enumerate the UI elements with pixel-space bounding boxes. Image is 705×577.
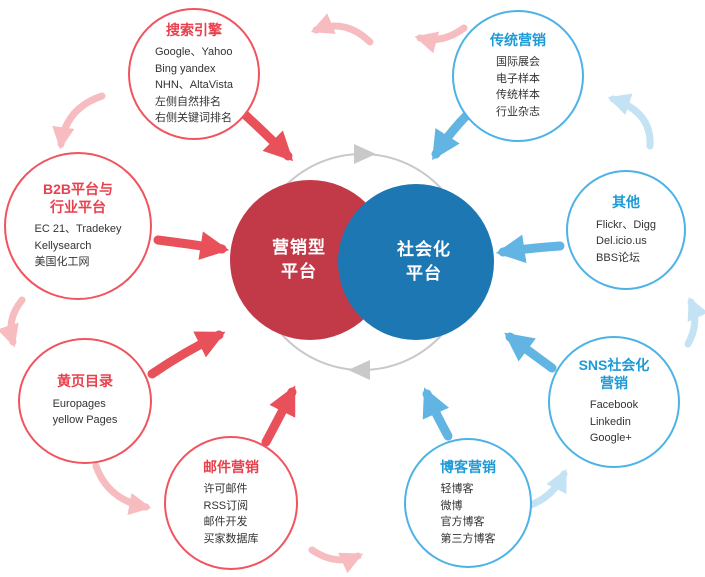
satellite-search-engines: 搜索引擎 Google、Yahoo Bing yandex NHN、AltaVi… bbox=[128, 8, 260, 140]
cycle-ring-arrow-top-icon bbox=[354, 144, 376, 164]
satellite-traditional-marketing-items: 国际展会 电子样本 传统样本 行业杂志 bbox=[496, 54, 540, 120]
cycle-arrow-bottom-center-icon bbox=[308, 546, 364, 574]
cycle-arrow-top-right-icon bbox=[414, 24, 468, 54]
satellite-item: NHN、AltaVista bbox=[154, 79, 234, 91]
arrow-traditional-to-center-icon bbox=[431, 109, 473, 161]
cycle-arrow-top-left-icon bbox=[310, 13, 374, 46]
satellite-sns-marketing-title: SNS社会化 营销 bbox=[578, 357, 650, 391]
satellite-item: 官方博客 bbox=[440, 516, 485, 529]
satellite-other-items: Flickr、Digg Del.icio.us BBS论坛 bbox=[596, 217, 656, 267]
satellite-item: Facebook bbox=[589, 399, 639, 412]
cycle-arrow-right-lower-icon bbox=[684, 296, 705, 348]
satellite-traditional-marketing-title: 传统营销 bbox=[490, 31, 546, 48]
satellite-b2b-platforms-title: B2B平台与 行业平台 bbox=[42, 181, 113, 215]
satellite-item: 美国化工网 bbox=[34, 256, 90, 269]
satellite-item: 传统样本 bbox=[496, 89, 540, 102]
cycle-ring-arrow-bottom-icon bbox=[348, 360, 370, 380]
satellite-item: 微博 bbox=[440, 499, 463, 512]
satellite-item: BBS论坛 bbox=[596, 251, 641, 264]
satellite-item: yellow Pages bbox=[52, 414, 118, 427]
satellite-other-title: 其他 bbox=[612, 194, 640, 210]
satellite-item: 行业杂志 bbox=[496, 105, 540, 118]
satellite-item: Linkedin bbox=[589, 415, 631, 428]
satellite-item: Bing yandex bbox=[154, 62, 216, 75]
satellite-item: EC 21、Tradekey bbox=[34, 223, 122, 236]
satellite-item: 右侧关键词排名 bbox=[154, 112, 232, 124]
arrow-search-to-center-icon bbox=[237, 107, 294, 162]
arrow-email-to-center-icon bbox=[261, 385, 297, 447]
satellite-item: 许可邮件 bbox=[203, 483, 248, 496]
arrow-sns-to-center-icon bbox=[504, 332, 557, 373]
center-marketing-platform-label: 营销型 平台 bbox=[272, 238, 326, 281]
cycle-arrow-left-upper-icon bbox=[52, 92, 106, 150]
satellite-item: 左侧自然排名 bbox=[154, 95, 221, 108]
satellite-b2b-platforms: B2B平台与 行业平台 EC 21、Tradekey Kellysearch 美… bbox=[4, 152, 152, 300]
satellite-item: Google、Yahoo bbox=[154, 46, 233, 58]
arrow-blog-to-center-icon bbox=[422, 387, 453, 441]
satellite-item: Europages bbox=[52, 397, 106, 410]
arrow-other-to-center-icon bbox=[495, 234, 565, 264]
satellite-item: Kellysearch bbox=[34, 239, 92, 252]
satellite-item: 轻博客 bbox=[440, 483, 474, 496]
satellite-sns-marketing-items: Facebook Linkedin Google+ bbox=[590, 397, 638, 447]
satellite-item: 电子样本 bbox=[496, 72, 540, 85]
satellite-item: 第三方博客 bbox=[440, 532, 496, 545]
cycle-arrow-right-upper-icon bbox=[607, 93, 654, 150]
center-social-platform-label: 社会化 平台 bbox=[397, 240, 451, 283]
satellite-item: 邮件开发 bbox=[203, 516, 248, 529]
satellite-yellow-pages-items: Europages yellow Pages bbox=[53, 396, 118, 429]
cycle-arrow-left-lower-icon bbox=[0, 296, 26, 348]
satellite-search-engines-title: 搜索引擎 bbox=[166, 21, 222, 38]
satellite-sns-marketing: SNS社会化 营销 Facebook Linkedin Google+ bbox=[548, 336, 680, 468]
arrow-b2b-to-center-icon bbox=[153, 231, 230, 260]
satellite-b2b-platforms-items: EC 21、Tradekey Kellysearch 美国化工网 bbox=[34, 221, 121, 271]
satellite-email-marketing-title: 邮件营销 bbox=[203, 458, 259, 475]
satellite-item: Google+ bbox=[589, 432, 632, 445]
satellite-search-engines-items: Google、Yahoo Bing yandex NHN、AltaVista 左… bbox=[155, 44, 233, 127]
cycle-arrow-bottom-right-icon bbox=[524, 468, 568, 510]
satellite-blog-marketing-title: 博客营销 bbox=[440, 458, 496, 475]
satellite-item: RSS订阅 bbox=[203, 499, 249, 512]
satellite-yellow-pages-title: 黄页目录 bbox=[57, 373, 113, 390]
satellite-other: 其他 Flickr、Digg Del.icio.us BBS论坛 bbox=[566, 170, 686, 290]
satellite-email-marketing-items: 许可邮件 RSS订阅 邮件开发 买家数据库 bbox=[204, 481, 259, 547]
satellite-item: 买家数据库 bbox=[203, 532, 259, 545]
satellite-yellow-pages: 黄页目录 Europages yellow Pages bbox=[18, 338, 152, 464]
center-social-platform-circle: 社会化 平台 bbox=[338, 184, 494, 340]
arrow-yellowpages-to-center-icon bbox=[147, 330, 226, 379]
satellite-item: Flickr、Digg bbox=[596, 218, 656, 231]
satellite-blog-marketing-items: 轻博客 微博 官方博客 第三方博客 bbox=[441, 481, 496, 547]
satellite-blog-marketing: 博客营销 轻博客 微博 官方博客 第三方博客 bbox=[404, 438, 532, 568]
satellite-item: Del.icio.us bbox=[596, 235, 647, 247]
satellite-item: 国际展会 bbox=[496, 56, 540, 69]
cycle-arrow-bottom-left-icon bbox=[92, 462, 152, 515]
satellite-email-marketing: 邮件营销 许可邮件 RSS订阅 邮件开发 买家数据库 bbox=[164, 436, 298, 570]
satellite-traditional-marketing: 传统营销 国际展会 电子样本 传统样本 行业杂志 bbox=[452, 10, 584, 142]
